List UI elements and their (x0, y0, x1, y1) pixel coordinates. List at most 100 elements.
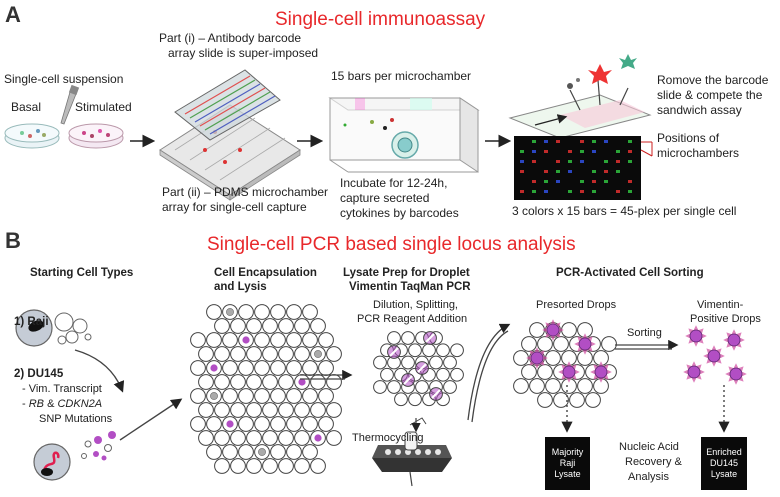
lysate-droplet (450, 367, 464, 382)
encap-droplet (246, 402, 262, 418)
encap-droplet (230, 346, 246, 362)
rb-gene: RB (28, 398, 45, 410)
encap-droplet (270, 332, 286, 348)
nucleic-line1: Nucleic Acid (619, 441, 679, 453)
encap-droplet (214, 374, 230, 390)
lysate-droplet (401, 355, 415, 370)
encap-droplet (310, 318, 326, 334)
encap-droplet (230, 318, 246, 334)
panel-b-title: Single-cell PCR based single locus analy… (207, 234, 576, 255)
lysate-droplet (387, 331, 401, 345)
panel-a-title: Single-cell immunoassay (275, 9, 486, 30)
presorted-droplet (553, 392, 569, 408)
fluorescence-spot (592, 140, 596, 143)
du145-label: 2) DU145 (14, 368, 64, 380)
vimentin-line1: Vimentin- (697, 299, 744, 311)
incubate-line1: Incubate for 12-24h, (340, 176, 448, 190)
encap-droplet (206, 304, 222, 320)
presorted-droplet (529, 322, 545, 338)
encap-droplet (238, 444, 254, 460)
encap-droplet (286, 388, 302, 404)
encap-droplet (198, 346, 214, 362)
presorted-droplet (545, 378, 561, 394)
encap-droplet (214, 458, 230, 474)
encap-droplet (206, 444, 222, 460)
panel-b-letter: B (5, 228, 21, 253)
encap-droplet (190, 416, 206, 432)
encap-droplet (294, 402, 310, 418)
encap-droplet (190, 360, 206, 376)
encap-droplet (246, 374, 262, 390)
droplet-grid-encapsulation (190, 304, 342, 474)
rb-and: & (44, 398, 58, 410)
part-i-line1: Part (i) – Antibody barcode (159, 31, 302, 45)
fluorescence-spot (532, 180, 536, 183)
encap-droplet (278, 346, 294, 362)
fluorescence-spot (604, 180, 608, 183)
fluorescence-spot (592, 150, 596, 153)
raji-label: 1) Raji (14, 316, 49, 328)
encap-droplet (222, 388, 238, 404)
fluorescence-spot (568, 150, 572, 153)
fluorescence-image (514, 136, 653, 200)
encap-droplet (262, 318, 278, 334)
encap-droplet (302, 388, 318, 404)
encap-droplet (294, 430, 310, 446)
snp-mutations-label: SNP Mutations (39, 413, 113, 425)
fluorescence-spot (532, 150, 536, 153)
encap-droplet (294, 458, 310, 474)
encap-droplet (222, 332, 238, 348)
nucleic-line2: Recovery & (625, 456, 682, 468)
encap-droplet (214, 430, 230, 446)
enriched-du145-box: Enriched DU145 Lysate (701, 437, 747, 490)
encap-droplet (302, 332, 318, 348)
cdkn2a-gene: CDKN2A (57, 398, 103, 410)
lysate-droplet (443, 355, 457, 370)
encap-droplet (230, 374, 246, 390)
encap-droplet (230, 430, 246, 446)
majority-line1: Majority (551, 446, 584, 457)
droplet-grid-presorted (513, 319, 617, 408)
majority-line3: Lysate (554, 469, 581, 480)
vimentin-positive-drops (683, 325, 747, 385)
encap-droplet (206, 332, 222, 348)
lysate-droplet (422, 343, 436, 358)
fluorescence-spot (532, 190, 536, 193)
encap-droplet (238, 416, 254, 432)
part-ii-line1: Part (ii) – PDMS microchamber (162, 185, 329, 199)
encap-droplet (190, 388, 206, 404)
arrow-raji (74, 349, 125, 393)
encap-droplet (326, 402, 342, 418)
basal-label: Basal (11, 100, 42, 114)
encap-droplet (302, 304, 318, 320)
arrow-b2 (467, 323, 511, 421)
encap-droplet (286, 444, 302, 460)
encap-droplet (238, 388, 254, 404)
presorted-droplet (553, 336, 569, 352)
fluorescence-spot (628, 150, 632, 153)
presorted-droplet (537, 392, 553, 408)
bars-label: 15 bars per microchamber (331, 69, 472, 83)
encap-droplet (318, 332, 334, 348)
positions-line1: Positions of (657, 131, 720, 145)
presorted-droplet (585, 392, 601, 408)
stimulated-label: Stimulated (75, 100, 132, 114)
presorted-droplet (513, 378, 529, 394)
encap-droplet (286, 304, 302, 320)
presorted-droplet (577, 378, 593, 394)
sorting-label: Sorting (627, 327, 662, 339)
col3-header-line1: Lysate Prep for Droplet (343, 267, 470, 279)
part-ii-line2: array for single-cell capture (162, 200, 307, 214)
encap-droplet (198, 430, 214, 446)
dilution-line2: PCR Reagent Addition (357, 313, 468, 325)
encap-droplet (190, 332, 206, 348)
fluorescence-spot (604, 160, 608, 163)
fluorescence-spot (568, 190, 572, 193)
lysate-droplet (436, 343, 450, 358)
fluorescence-spot (568, 170, 572, 173)
sandwich-assay (508, 54, 652, 139)
encap-droplet (198, 374, 214, 390)
encap-droplet (270, 388, 286, 404)
encap-droplet (326, 374, 342, 390)
encap-droplet (230, 458, 246, 474)
